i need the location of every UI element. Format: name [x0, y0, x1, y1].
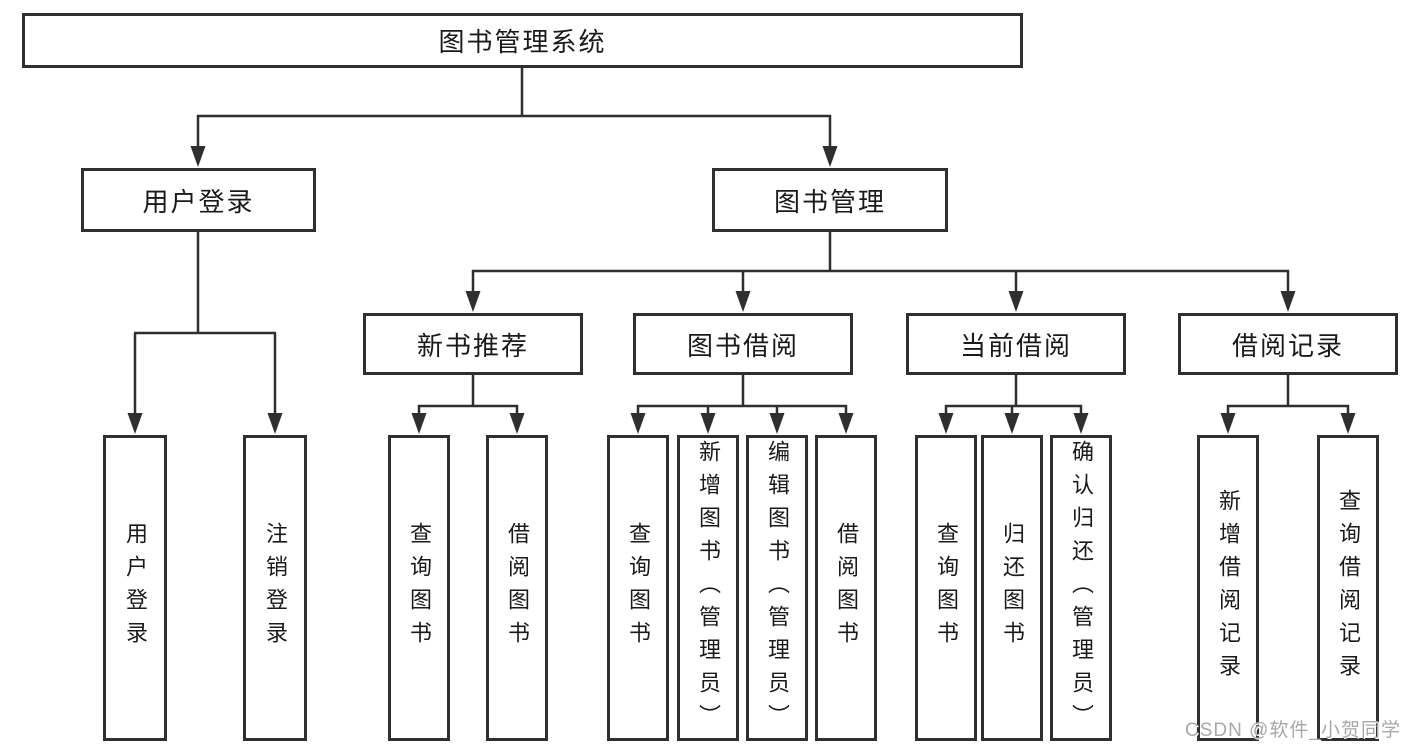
leaf-user-login: 用户登录 [103, 435, 167, 741]
leaf-current-confirm-return-admin: 确认归还（管理员） [1050, 435, 1112, 741]
leaf-borrow-edit-book-admin: 编辑图书（管理员） [746, 435, 808, 741]
leaf-record-query-borrow-record: 查询借阅记录 [1317, 435, 1379, 741]
node-new-book-recommend: 新书推荐 [363, 313, 583, 375]
node-book-borrow: 图书借阅 [633, 313, 853, 375]
leaf-logout-login: 注销登录 [243, 435, 307, 741]
node-current-borrow: 当前借阅 [906, 313, 1126, 375]
leaf-borrow-add-book-admin: 新增图书（管理员） [677, 435, 739, 741]
leaf-current-query-book: 查询图书 [915, 435, 977, 741]
node-borrow-record: 借阅记录 [1178, 313, 1398, 375]
leaf-record-add-borrow-record: 新增借阅记录 [1197, 435, 1259, 741]
leaf-current-return-book: 归还图书 [981, 435, 1043, 741]
leaf-recommend-borrow-book: 借阅图书 [486, 435, 548, 741]
node-user-login: 用户登录 [81, 168, 316, 232]
leaf-borrow-query-book: 查询图书 [607, 435, 669, 741]
csdn-watermark: CSDN @软件_小贺同学 [1185, 720, 1401, 741]
leaf-recommend-query-book: 查询图书 [388, 435, 450, 741]
leaf-borrow-borrow-book: 借阅图书 [815, 435, 877, 741]
node-book-management: 图书管理 [712, 168, 948, 232]
node-root-system: 图书管理系统 [22, 13, 1023, 68]
